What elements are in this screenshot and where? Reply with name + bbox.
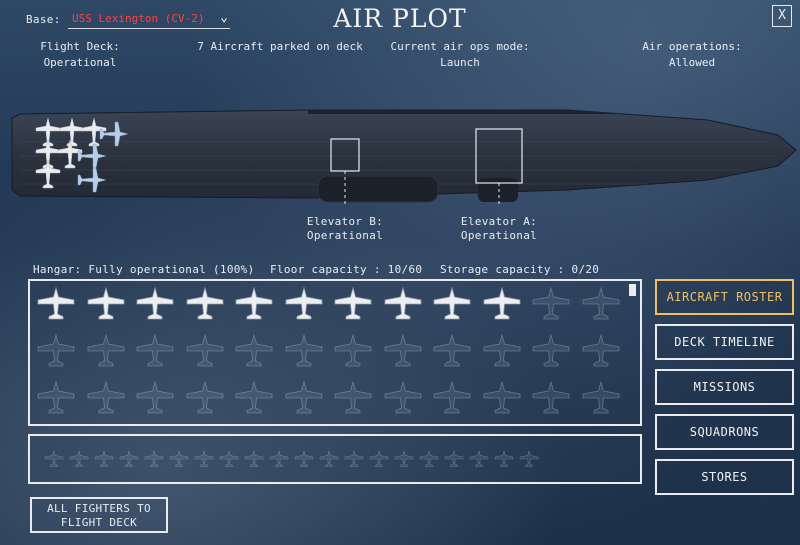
- storage-empty-slot[interactable]: [319, 442, 339, 476]
- hangar-aircraft-slot[interactable]: [432, 286, 472, 321]
- hangar-aircraft-slot[interactable]: [185, 286, 225, 321]
- hangar-storage-strip[interactable]: [28, 434, 642, 484]
- hangar-aircraft-slot[interactable]: [383, 286, 423, 321]
- storage-capacity: Storage capacity : 0/20: [440, 263, 600, 276]
- close-button[interactable]: X: [772, 5, 792, 27]
- air-operations-label: Air operations:: [642, 40, 742, 53]
- hangar-aircraft-slot[interactable]: [36, 286, 76, 321]
- hangar-empty-slot[interactable]: [531, 333, 571, 368]
- floor-capacity: Floor capacity : 10/60: [270, 263, 423, 276]
- air-ops-mode-status: Current air ops mode: Launch: [380, 39, 540, 71]
- parked-aircraft-text: 7 Aircraft parked on deck: [197, 40, 363, 53]
- hangar-status: Hangar: Fully operational (100%): [33, 263, 255, 276]
- hangar-empty-slot[interactable]: [432, 333, 472, 368]
- storage-empty-slot[interactable]: [519, 442, 539, 476]
- hangar-empty-slot[interactable]: [333, 380, 373, 415]
- hangar-aircraft-slot[interactable]: [482, 286, 522, 321]
- storage-empty-slot[interactable]: [44, 442, 64, 476]
- hangar-empty-slot[interactable]: [383, 333, 423, 368]
- hangar-empty-slot[interactable]: [234, 380, 274, 415]
- storage-empty-slot[interactable]: [144, 442, 164, 476]
- storage-empty-slot[interactable]: [419, 442, 439, 476]
- hangar-empty-slot[interactable]: [333, 333, 373, 368]
- storage-empty-slot[interactable]: [294, 442, 314, 476]
- elevator-b-label: Elevator B:: [306, 215, 384, 228]
- elevator-a-status: Elevator A: Operational: [444, 215, 554, 243]
- hangar-empty-slot[interactable]: [531, 380, 571, 415]
- storage-empty-slot[interactable]: [469, 442, 489, 476]
- storage-empty-slot[interactable]: [494, 442, 514, 476]
- storage-empty-slot[interactable]: [269, 442, 289, 476]
- hangar-empty-slot[interactable]: [581, 380, 621, 415]
- base-select-value: USS Lexington (CV-2): [72, 12, 205, 25]
- hangar-empty-slot[interactable]: [135, 333, 175, 368]
- hangar-empty-slot[interactable]: [432, 380, 472, 415]
- aircraft-roster-button[interactable]: AIRCRAFT ROSTER: [655, 279, 794, 315]
- chevron-down-icon: ⌄: [220, 10, 228, 25]
- storage-empty-slot[interactable]: [219, 442, 239, 476]
- elevator-a-label: Elevator A:: [460, 215, 538, 228]
- squadrons-button[interactable]: SQUADRONS: [655, 414, 794, 450]
- storage-empty-slot[interactable]: [169, 442, 189, 476]
- all-fighters-to-flight-deck-button[interactable]: ALL FIGHTERS TO FLIGHT DECK: [30, 497, 168, 533]
- storage-empty-slot[interactable]: [69, 442, 89, 476]
- hangar-empty-slot[interactable]: [36, 333, 76, 368]
- air-ops-mode-label: Current air ops mode:: [390, 40, 530, 53]
- hangar-aircraft-slot[interactable]: [333, 286, 373, 321]
- storage-empty-slot[interactable]: [94, 442, 114, 476]
- base-label: Base:: [26, 13, 61, 26]
- air-ops-mode-value: Launch: [440, 56, 480, 69]
- storage-empty-slot[interactable]: [244, 442, 264, 476]
- scrollbar-thumb[interactable]: [629, 284, 636, 296]
- hangar-empty-slot[interactable]: [185, 333, 225, 368]
- hangar-empty-slot[interactable]: [185, 380, 225, 415]
- hangar-empty-slot[interactable]: [86, 333, 126, 368]
- storage-empty-slot[interactable]: [344, 442, 364, 476]
- storage-empty-slot[interactable]: [394, 442, 414, 476]
- flight-deck-label: Flight Deck:: [40, 40, 120, 53]
- hangar-aircraft-slot[interactable]: [86, 286, 126, 321]
- hangar-empty-slot[interactable]: [482, 333, 522, 368]
- carrier-deck: [11, 109, 797, 206]
- hangar-empty-slot[interactable]: [531, 286, 571, 321]
- elevator-b-value: Operational: [306, 229, 384, 242]
- deck-timeline-button[interactable]: DECK TIMELINE: [655, 324, 794, 360]
- all-fighters-line1: ALL FIGHTERS TO: [47, 502, 151, 515]
- air-operations-value: Allowed: [668, 56, 716, 69]
- storage-empty-slot[interactable]: [444, 442, 464, 476]
- hangar-aircraft-slot[interactable]: [135, 286, 175, 321]
- elevator-b-status: Elevator B: Operational: [290, 215, 400, 243]
- base-select[interactable]: USS Lexington (CV-2) ⌄: [68, 9, 230, 29]
- hangar-empty-slot[interactable]: [135, 380, 175, 415]
- hangar-aircraft-slot[interactable]: [284, 286, 324, 321]
- flight-deck-value: Operational: [43, 56, 117, 69]
- hangar-floor-grid[interactable]: [28, 279, 642, 426]
- air-operations-status: Air operations: Allowed: [612, 39, 772, 71]
- flight-deck-status: Flight Deck: Operational: [0, 39, 160, 71]
- hangar-empty-slot[interactable]: [86, 380, 126, 415]
- hangar-empty-slot[interactable]: [284, 380, 324, 415]
- all-fighters-line2: FLIGHT DECK: [60, 516, 138, 529]
- hangar-empty-slot[interactable]: [482, 380, 522, 415]
- stores-button[interactable]: STORES: [655, 459, 794, 495]
- hangar-aircraft-slot[interactable]: [234, 286, 274, 321]
- hangar-empty-slot[interactable]: [284, 333, 324, 368]
- deck-aircraft-group[interactable]: [35, 117, 129, 193]
- hangar-empty-slot[interactable]: [581, 333, 621, 368]
- missions-button[interactable]: MISSIONS: [655, 369, 794, 405]
- storage-empty-slot[interactable]: [194, 442, 214, 476]
- storage-empty-slot[interactable]: [369, 442, 389, 476]
- elevator-a-value: Operational: [460, 229, 538, 242]
- hangar-empty-slot[interactable]: [234, 333, 274, 368]
- page-title: AIR PLOT: [333, 4, 467, 33]
- hangar-empty-slot[interactable]: [36, 380, 76, 415]
- hangar-empty-slot[interactable]: [383, 380, 423, 415]
- storage-empty-slot[interactable]: [119, 442, 139, 476]
- hangar-empty-slot[interactable]: [581, 286, 621, 321]
